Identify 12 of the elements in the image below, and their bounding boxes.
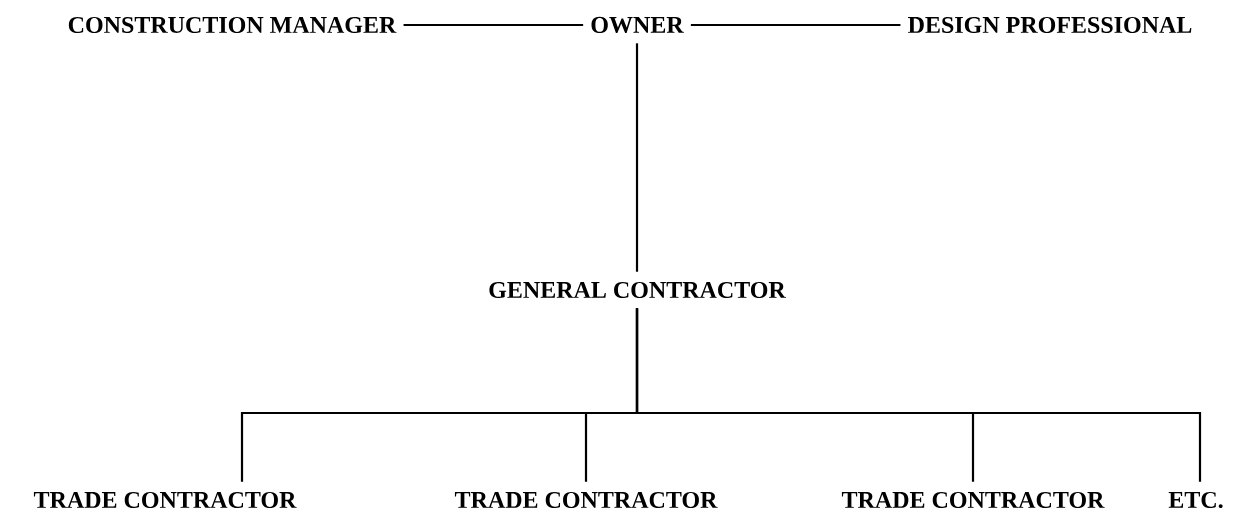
role-label: TRADE CONTRACTOR xyxy=(33,491,297,509)
connector-line xyxy=(690,23,901,27)
role-label: DESIGN PROFESSIONAL xyxy=(908,16,1192,34)
connector-line xyxy=(403,23,584,27)
role-label: ETC. xyxy=(1168,491,1223,509)
role-label: CONSTRUCTION MANAGER xyxy=(68,16,397,34)
role-label: OWNER xyxy=(591,16,684,34)
connector-line xyxy=(635,43,639,272)
connector-line xyxy=(635,308,1202,482)
role-label: TRADE CONTRACTOR xyxy=(454,491,718,509)
role-label: TRADE CONTRACTOR xyxy=(841,491,1105,509)
role-label: GENERAL CONTRACTOR xyxy=(489,281,786,299)
